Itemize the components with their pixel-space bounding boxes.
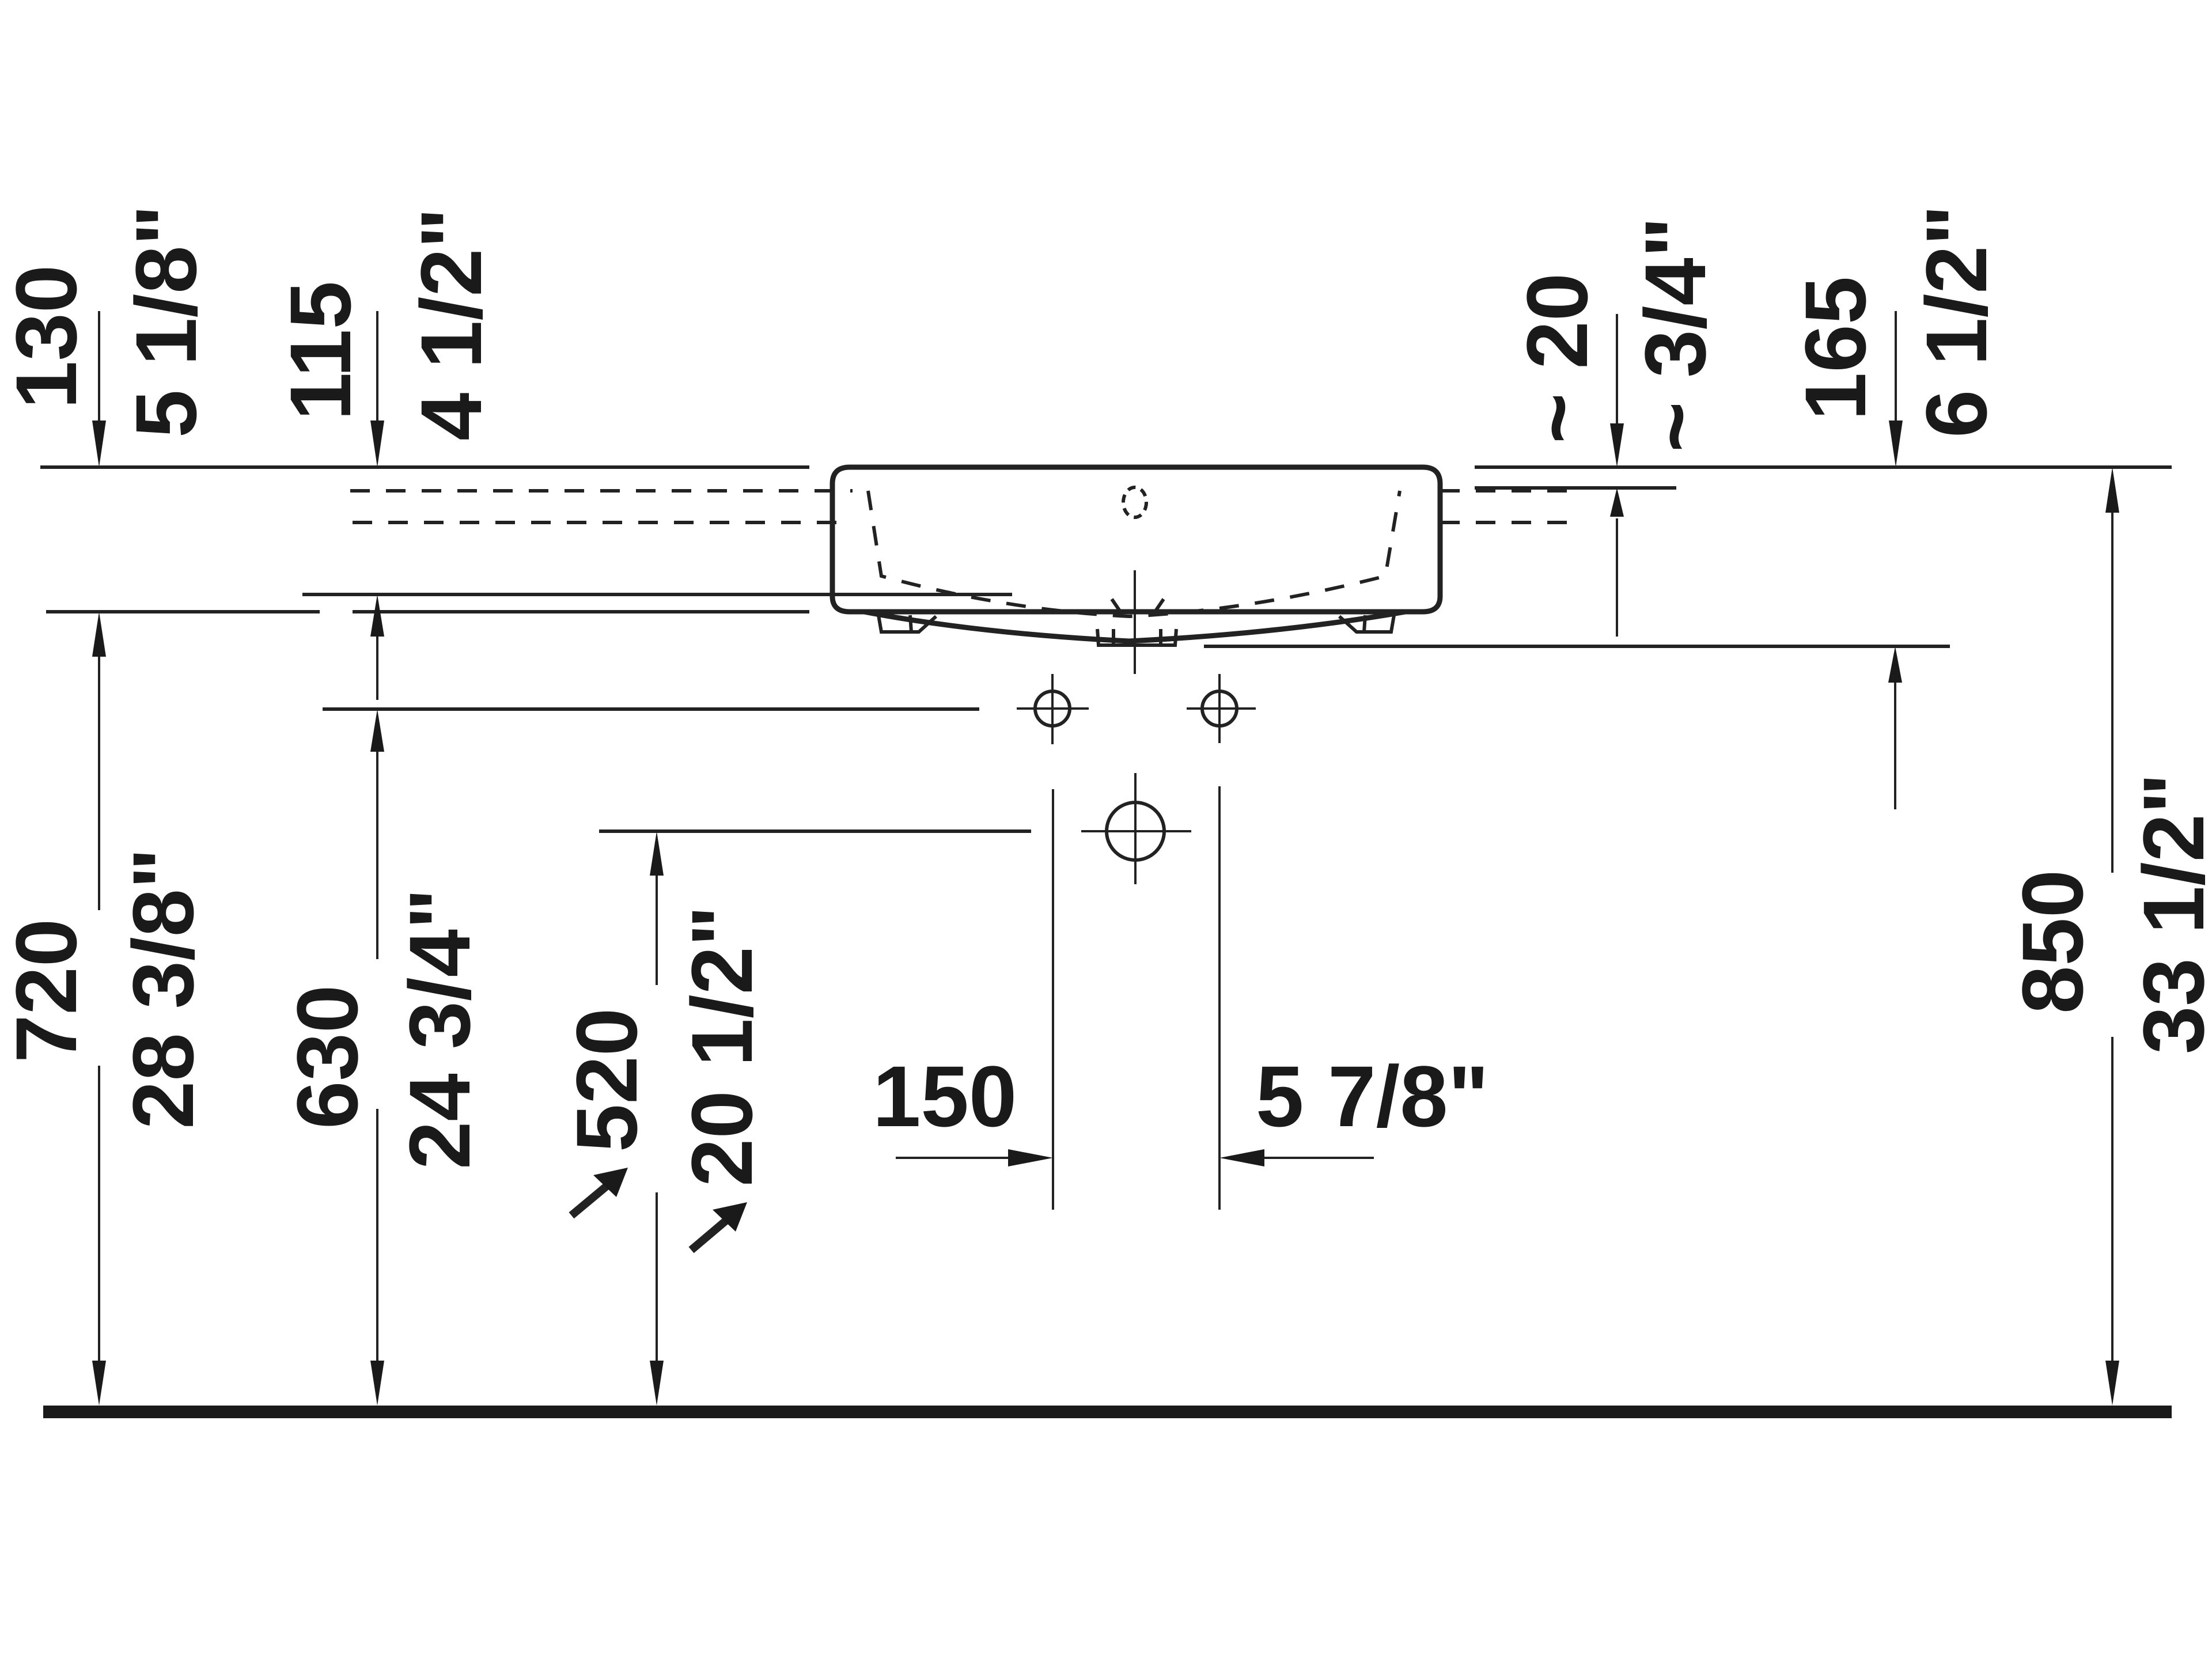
waste-connection-icon: [1081, 773, 1191, 884]
arrow-down-icon: [370, 1361, 384, 1406]
dim-520-mm: 520: [558, 1008, 655, 1152]
dim-520-inch: 20 1/2": [673, 906, 770, 1187]
dim-150-inch: 5 7/8": [1256, 1048, 1489, 1145]
dim-150-mm: 150: [873, 1048, 1017, 1145]
note-arrow-icon: [688, 1202, 747, 1253]
arrow-up-icon: [1610, 488, 1624, 517]
overflow-hole: [1122, 486, 1148, 519]
arrow-down-icon: [92, 1361, 106, 1406]
arrow-up-icon: [1888, 646, 1902, 683]
dim-165-inch: 6 1/2": [1908, 204, 2005, 438]
arrow-down-icon: [92, 421, 106, 467]
arrow-right-icon: [1008, 1149, 1053, 1166]
dim-850-mm: 850: [2004, 870, 2101, 1014]
dim-630-mm: 630: [279, 985, 376, 1129]
dim-165-mm: 165: [1787, 276, 1884, 421]
dim-850-inch: 33 1/2": [2125, 773, 2212, 1054]
supply-connection-left-icon: [1017, 674, 1089, 744]
dim-630-inch: 24 3/4": [391, 888, 488, 1169]
dim-130-mm: 130: [0, 265, 94, 409]
arrow-down-icon: [1610, 423, 1624, 467]
arrow-left-icon: [1219, 1149, 1264, 1166]
floor-line: [43, 1406, 2172, 1418]
note-arrow-icon: [569, 1168, 628, 1219]
dim-20-mm: ~ 20: [1509, 273, 1605, 444]
supply-connection-right-icon: [1187, 674, 1256, 743]
arrow-down-icon: [1889, 421, 1903, 467]
arrow-down-icon: [650, 1361, 664, 1406]
dim-115-mm: 115: [272, 281, 369, 421]
arrow-down-icon: [2105, 1361, 2119, 1406]
dim-720-mm: 720: [0, 919, 94, 1063]
arrow-up-icon: [370, 594, 384, 637]
arrow-down-icon: [370, 421, 384, 467]
basin-outline: [830, 464, 1443, 674]
arrow-up-icon: [2105, 467, 2119, 513]
arrow-up-icon: [650, 831, 664, 876]
arrow-up-icon: [92, 612, 106, 657]
dim-130-inch: 5 1/8": [118, 204, 214, 438]
dim-720-inch: 28 3/8": [115, 848, 211, 1129]
dim-115-inch-label: 4 1/2": [403, 207, 499, 441]
dim-20-inch: ~ 3/4": [1627, 217, 1724, 452]
arrow-up-icon: [370, 709, 384, 752]
